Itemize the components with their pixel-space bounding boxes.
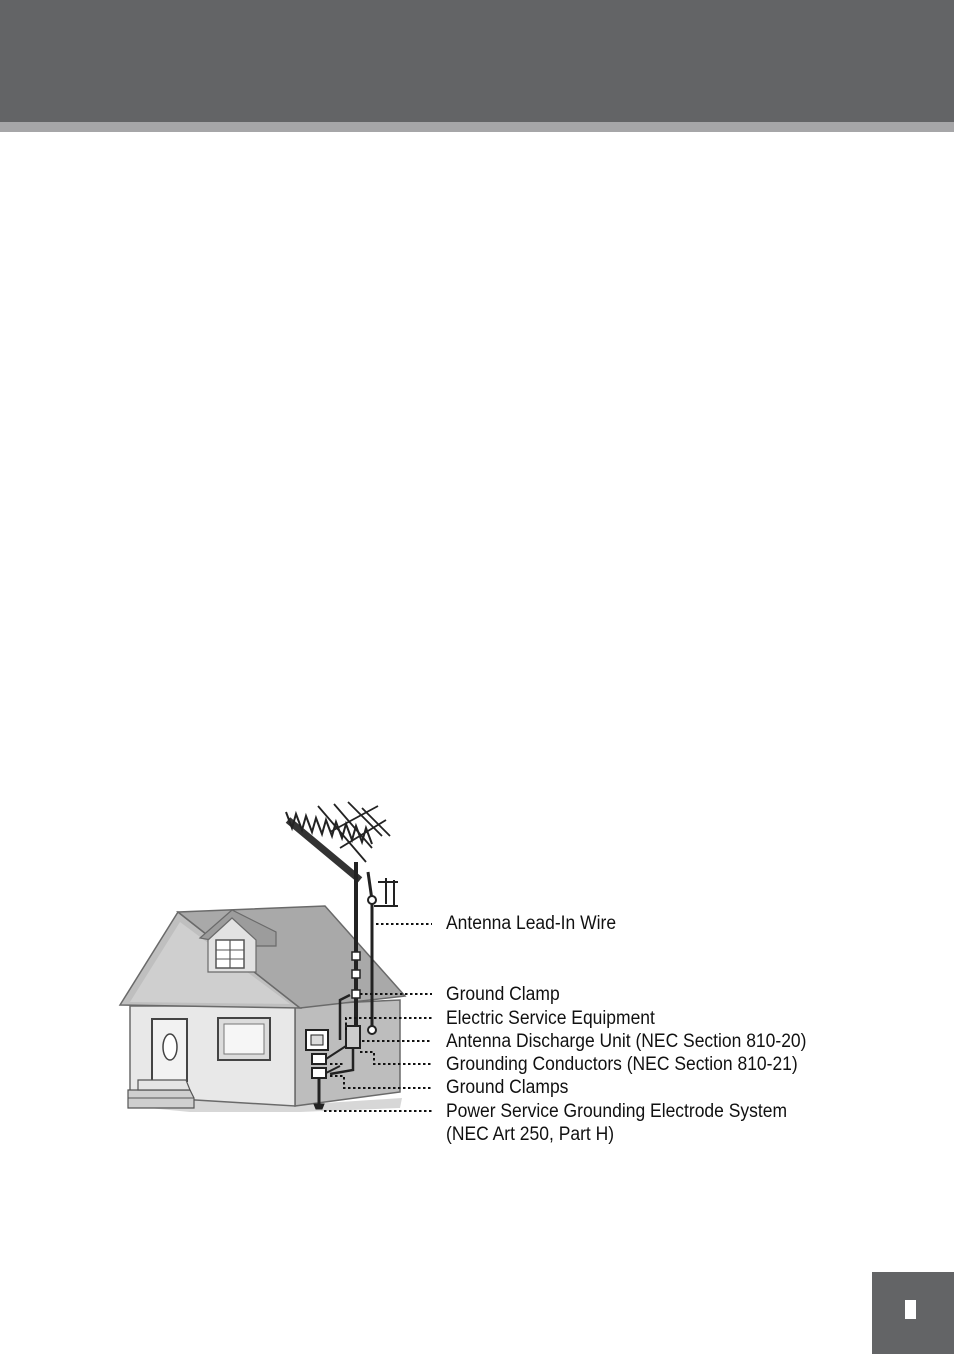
- header-bar: [0, 0, 954, 122]
- antenna-illustration: [285, 801, 398, 1110]
- label-grounding-conductors: Grounding Conductors (NEC Section 810-21…: [446, 1054, 798, 1075]
- header-rule: [0, 122, 954, 132]
- leader-lines: [324, 923, 432, 1112]
- page-number-marker: [905, 1300, 916, 1319]
- antenna-grounding-diagram: [118, 801, 432, 1112]
- label-ground-clamps: Ground Clamps: [446, 1077, 569, 1098]
- label-ground-clamp: Ground Clamp: [446, 984, 560, 1005]
- label-antenna-discharge-unit: Antenna Discharge Unit (NEC Section 810-…: [446, 1031, 807, 1052]
- house-illustration: [118, 905, 407, 1112]
- label-electric-service-equipment: Electric Service Equipment: [446, 1008, 655, 1029]
- label-power-service-grounding: Power Service Grounding Electrode System: [446, 1101, 788, 1122]
- label-nec-art-250: (NEC Art 250, Part H): [446, 1124, 615, 1145]
- label-antenna-lead-in-wire: Antenna Lead-In Wire: [446, 913, 617, 934]
